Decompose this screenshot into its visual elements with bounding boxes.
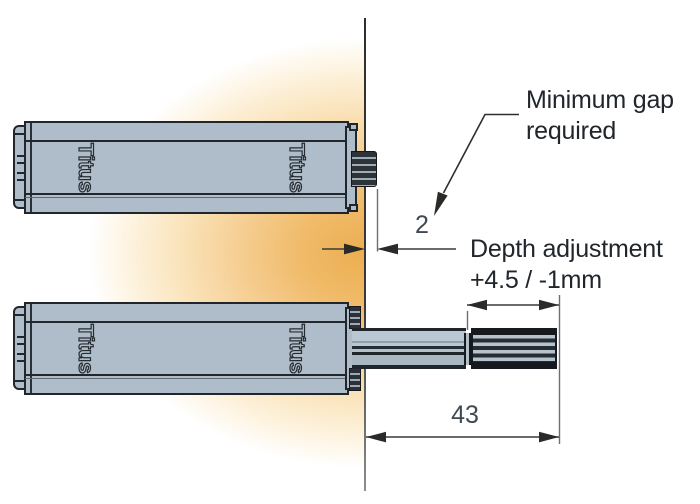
plunger-collar-lower bbox=[349, 368, 361, 391]
cap-detail-line bbox=[17, 179, 24, 181]
cap-detail-line bbox=[17, 353, 24, 355]
adjustment-knob-retracted bbox=[351, 151, 377, 187]
plunger-collar-upper bbox=[349, 306, 361, 329]
brand-logo: Titus bbox=[284, 143, 308, 194]
depth-adjustment-label: Depth adjustment +4.5 / -1mm bbox=[470, 234, 663, 296]
cap-notch bbox=[349, 204, 358, 212]
housing-edge-line bbox=[30, 123, 32, 212]
housing-top-groove bbox=[25, 140, 347, 142]
brand-logo: Titus bbox=[73, 143, 97, 194]
housing-top-groove bbox=[25, 321, 347, 323]
panel-front-edge-line bbox=[363, 18, 366, 491]
depth-adjustment-label-line1: Depth adjustment bbox=[470, 235, 663, 263]
gap-dimension-value: 2 bbox=[415, 211, 429, 239]
latch-housing bbox=[24, 302, 349, 395]
minimum-gap-label: Minimum gap required bbox=[526, 85, 674, 147]
cap-detail-line bbox=[15, 314, 25, 316]
depth-adjustment-label-line2: +4.5 / -1mm bbox=[470, 266, 602, 294]
cap-detail-line bbox=[15, 133, 25, 135]
housing-bottom-groove bbox=[25, 193, 347, 195]
cap-detail-line bbox=[17, 336, 24, 338]
extension-dimension-value: 43 bbox=[451, 401, 479, 429]
push-latch-retracted: Titus Titus bbox=[13, 121, 377, 214]
total-extension-dimension bbox=[366, 431, 559, 443]
minimum-gap-label-line1: Minimum gap bbox=[526, 86, 674, 114]
housing-bottom-groove bbox=[25, 374, 347, 376]
minimum-gap-label-line2: required bbox=[526, 117, 617, 145]
cap-detail-line bbox=[15, 199, 25, 201]
plunger-shaft bbox=[352, 328, 466, 369]
plunger-ribbed-tip bbox=[471, 328, 557, 369]
cap-detail-line bbox=[17, 172, 24, 174]
cap-detail-line bbox=[17, 155, 24, 157]
cap-detail-line bbox=[17, 360, 24, 362]
cap-detail-line bbox=[17, 343, 24, 345]
housing-edge-line bbox=[30, 304, 32, 393]
cap-notch bbox=[349, 123, 358, 131]
housing-shading-line bbox=[25, 378, 347, 379]
cabinet-panel-glow bbox=[58, 14, 364, 492]
push-latch-extended: Titus Titus bbox=[13, 302, 377, 395]
minimum-gap-leader-arrow bbox=[434, 113, 519, 216]
cap-detail-line bbox=[17, 162, 24, 164]
plunger-neck bbox=[464, 333, 471, 365]
brand-logo: Titus bbox=[284, 324, 308, 375]
housing-shading-line bbox=[25, 197, 347, 198]
cap-detail-line bbox=[15, 380, 25, 382]
latch-housing bbox=[24, 121, 349, 214]
brand-logo: Titus bbox=[73, 324, 97, 375]
